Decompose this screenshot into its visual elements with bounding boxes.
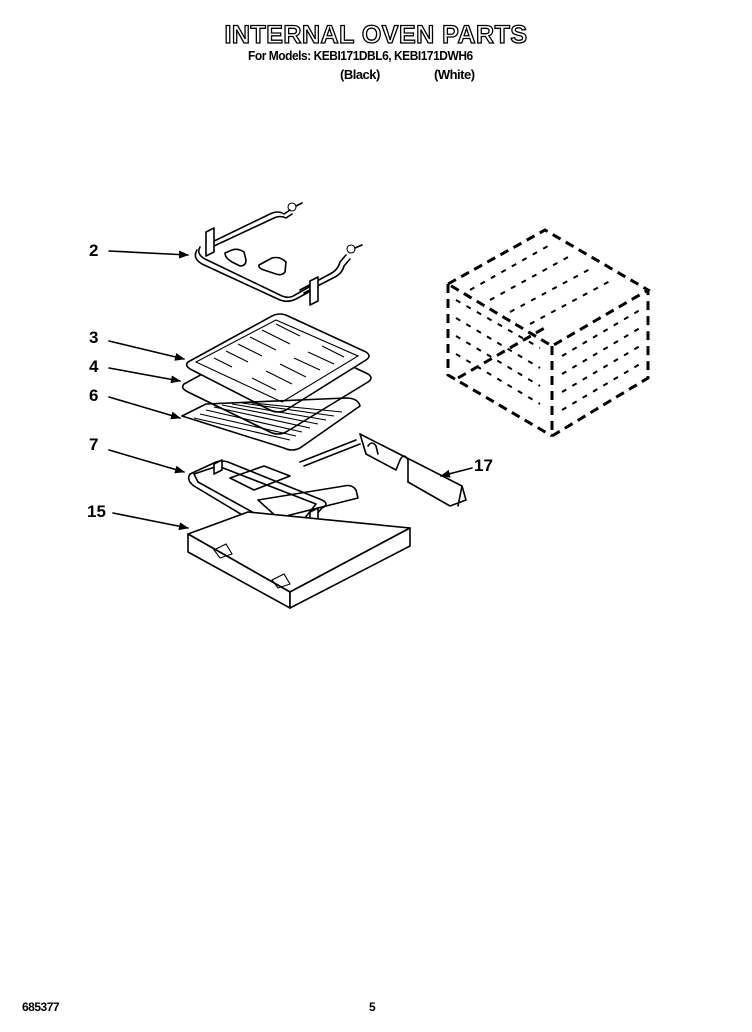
callout-15: 15	[87, 502, 106, 521]
leader-3	[108, 340, 185, 361]
callout-2: 2	[89, 241, 99, 260]
page-title: INTERNAL OVEN PARTS	[224, 21, 528, 49]
callout-4: 4	[89, 357, 99, 376]
rack-support-drawing	[359, 433, 467, 507]
callout-3: 3	[89, 328, 99, 347]
bottom-tray-drawing	[187, 511, 411, 609]
bake-element-drawing	[194, 202, 363, 306]
broiler-pan-drawing	[181, 313, 372, 435]
callout-6: 6	[89, 386, 99, 405]
leader-2	[108, 250, 189, 259]
leader-15	[112, 512, 189, 531]
leader-lines	[108, 250, 473, 531]
leader-6	[108, 396, 181, 420]
model-numbers: For Models: KEBI171DBL6, KEBI171DWH6	[248, 48, 473, 63]
leader-7	[108, 449, 185, 474]
oven-rack-drawing	[181, 397, 361, 451]
leader-17	[440, 467, 473, 478]
oven-cavity-drawing	[444, 228, 651, 439]
leader-4	[108, 367, 181, 384]
document-number: 685377	[22, 1000, 60, 1014]
variant-black-label: (Black)	[340, 67, 380, 82]
variant-white-label: (White)	[434, 67, 475, 82]
callout-7: 7	[89, 435, 99, 454]
page-number: 5	[369, 1000, 376, 1014]
callout-17: 17	[474, 456, 493, 475]
